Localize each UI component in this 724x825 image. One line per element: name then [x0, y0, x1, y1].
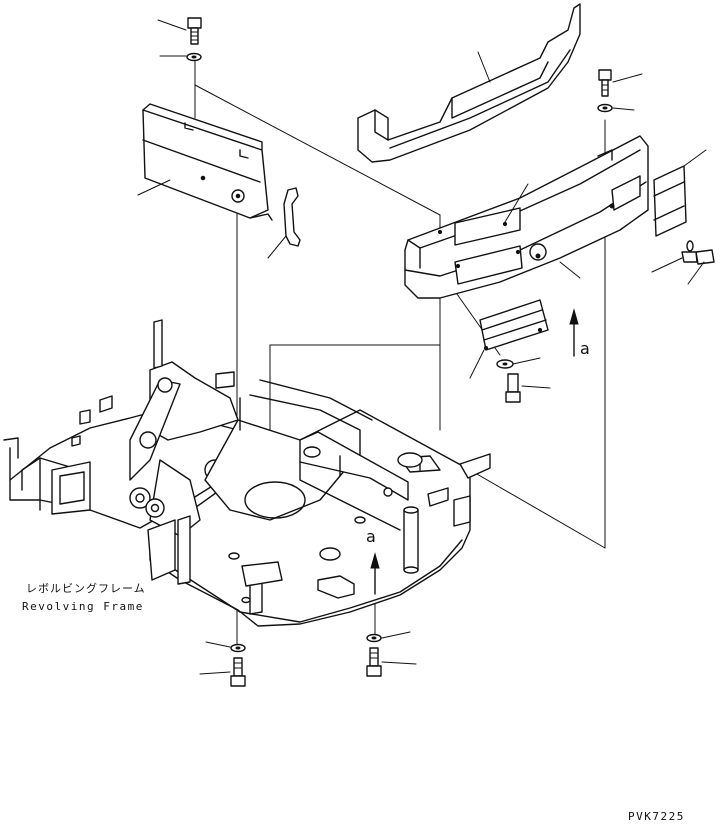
left-cover-plate: [137, 103, 273, 221]
counterweight: [404, 135, 649, 299]
frame-label-en: Revolving Frame: [22, 600, 144, 613]
washer-upper-right: [597, 103, 635, 113]
view-arrow-lower: a: [366, 527, 380, 595]
bolt-lower-right: [366, 647, 417, 677]
bolt-lower-left: [199, 657, 246, 687]
revolving-frame: [3, 319, 491, 627]
top-counterweight-cover: [357, 3, 581, 163]
washer-upper-left: [159, 52, 202, 62]
bracket-plate: [469, 299, 549, 379]
bolt-upper-right: [598, 69, 643, 97]
bolt-side-right: [651, 240, 715, 285]
view-arrow-upper: a: [569, 308, 590, 358]
side-plate-right: [653, 149, 707, 237]
washer-lower-left: [205, 641, 246, 653]
view-a-label-lower: a: [366, 527, 376, 546]
view-a-label-upper: a: [580, 339, 590, 358]
drawing-code: PVK7225: [628, 810, 685, 823]
bolt-bracket: [505, 373, 551, 403]
clip-bracket: [267, 187, 301, 259]
bolt-upper-left: [157, 17, 202, 45]
washer-lower-right: [366, 631, 411, 643]
frame-label-jp: レボルビングフレーム: [26, 581, 146, 595]
